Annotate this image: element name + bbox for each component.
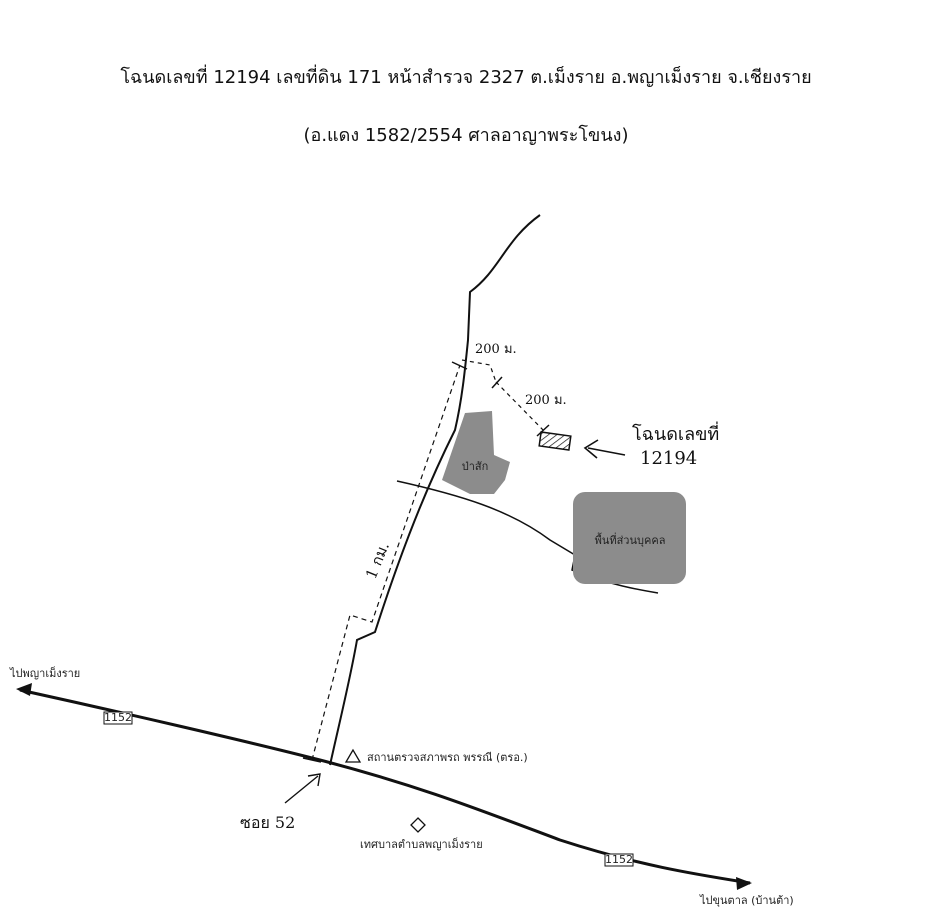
distance-1km-label: 1 กม. [362,539,393,581]
road-number-box-west [103,711,133,725]
deed-label-line2: 12194 [640,448,697,469]
triangle-icon [344,748,362,763]
distance-1km-line [311,364,461,761]
private-area-label: พื้นที่ส่วนบุคคล [595,532,666,547]
distance-200m-label-b: 200 ม. [525,393,567,408]
distance-200m-line-a [461,359,497,383]
soi-52-road [329,214,541,766]
landmark-municipality: เทศบาลตำบลพญาเม็งราย [360,837,483,851]
document-title: โฉนดเลขที่ 12194 เลขที่ดิน 171 หน้าสำรวจ… [120,67,812,88]
direction-east-label: ไปขุนตาล (บ้านต้า) [699,894,794,907]
diamond-icon [410,817,426,833]
tick-mark [451,361,468,370]
arrow-west-icon [16,683,32,696]
arrow-head-icon [307,773,321,787]
distance-200m-line-b [495,381,546,433]
teak-forest-label: ป่าสัก [462,460,489,473]
document-subtitle: (อ.แดง 1582/2554 ศาลอาญาพระโขนง) [303,125,629,146]
teak-forest-area [442,411,510,494]
side-road [396,480,659,594]
tick-mark [536,424,550,437]
tick-mark [302,757,322,763]
arrow-head-icon [583,439,599,459]
landmark-inspection-station: สถานตรวจสภาพรถ พรรณี (ตรอ.) [367,751,528,764]
arrow-east-icon [736,877,752,890]
soi-pointer-arrow [284,775,319,804]
plot-pointer-arrow [587,447,626,456]
distance-200m-label-a: 200 ม. [475,342,517,357]
road-number-east: 1152 [605,853,633,866]
road-number-box-east [604,853,634,867]
deed-plot-12194 [538,431,572,451]
private-area [573,492,686,584]
direction-west-label: ไปพญาเม็งราย [9,666,80,680]
soi-label: ซอย 52 [240,813,295,832]
road-number-west: 1152 [104,711,132,724]
highway-1152 [19,688,751,885]
deed-label-line1: โฉนดเลขที่ [632,421,719,445]
